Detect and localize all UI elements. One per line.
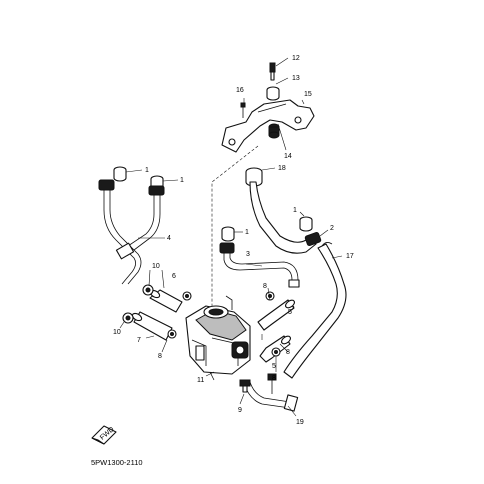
assembly-line (211, 145, 259, 308)
hose-7 (131, 311, 173, 341)
clamp-10-lower (122, 312, 134, 324)
bolt-12 (269, 62, 276, 81)
bolt-9 (239, 379, 251, 393)
bracket-hole (294, 116, 302, 124)
callout-7: 7 (137, 337, 141, 344)
collar-13 (266, 86, 280, 101)
callout-10: 10 (113, 329, 121, 336)
callout-11: 11 (197, 377, 204, 384)
screw-16 (240, 102, 246, 118)
clamp-8-right (271, 347, 281, 357)
cap-1-middle (221, 226, 235, 242)
bracket-15 (221, 99, 315, 153)
callout-5: 5 (272, 363, 276, 370)
callout-18: 18 (278, 165, 286, 172)
callout-13: 13 (292, 75, 300, 82)
leader-lines (119, 57, 343, 417)
callout-5: 5 (288, 309, 292, 316)
callout-1: 1 (180, 177, 184, 184)
callout-8: 8 (286, 349, 290, 356)
clamp-10-upper (142, 284, 154, 296)
callout-8: 8 (263, 283, 267, 290)
pipe-19 (243, 373, 299, 412)
bracket-assembly (221, 62, 315, 153)
callout-1: 1 (293, 207, 297, 214)
clamp-8-left (167, 329, 177, 339)
reed-valve-11 (185, 295, 251, 381)
callout-1: 1 (145, 167, 149, 174)
clamp-8-upper (182, 291, 192, 301)
fwd-indicator: FWD (91, 425, 117, 445)
cap-1-right (299, 216, 313, 232)
callout-19: 19 (296, 419, 304, 426)
damper-14 (268, 123, 280, 139)
callout-numbers: 1 1 1 1 2 3 4 5 5 6 7 8 8 8 8 9 10 10 11… (113, 55, 354, 426)
fitting-2 (304, 231, 322, 247)
hose-end-fitting (98, 179, 165, 196)
callout-10: 10 (152, 263, 160, 270)
callout-1: 1 (245, 229, 249, 236)
callout-8: 8 (158, 353, 162, 360)
callout-16: 16 (236, 87, 244, 94)
diagram-code: 5PW1300-2110 (91, 458, 143, 467)
callout-17: 17 (346, 253, 354, 260)
bracket-hole (228, 138, 236, 146)
hose-6 (149, 289, 183, 313)
hose-5-upper (257, 299, 295, 331)
cap-1-left-a (113, 166, 127, 182)
callout-8: 8 (272, 375, 276, 382)
callout-6: 6 (172, 273, 176, 280)
callout-3: 3 (246, 251, 250, 258)
callout-2: 2 (330, 225, 334, 232)
callout-4: 4 (167, 235, 171, 242)
callout-12: 12 (292, 55, 300, 62)
air-hose-3 (219, 242, 300, 288)
callout-14: 14 (284, 153, 292, 160)
callout-15: 15 (304, 91, 312, 98)
callout-9: 9 (238, 407, 242, 414)
